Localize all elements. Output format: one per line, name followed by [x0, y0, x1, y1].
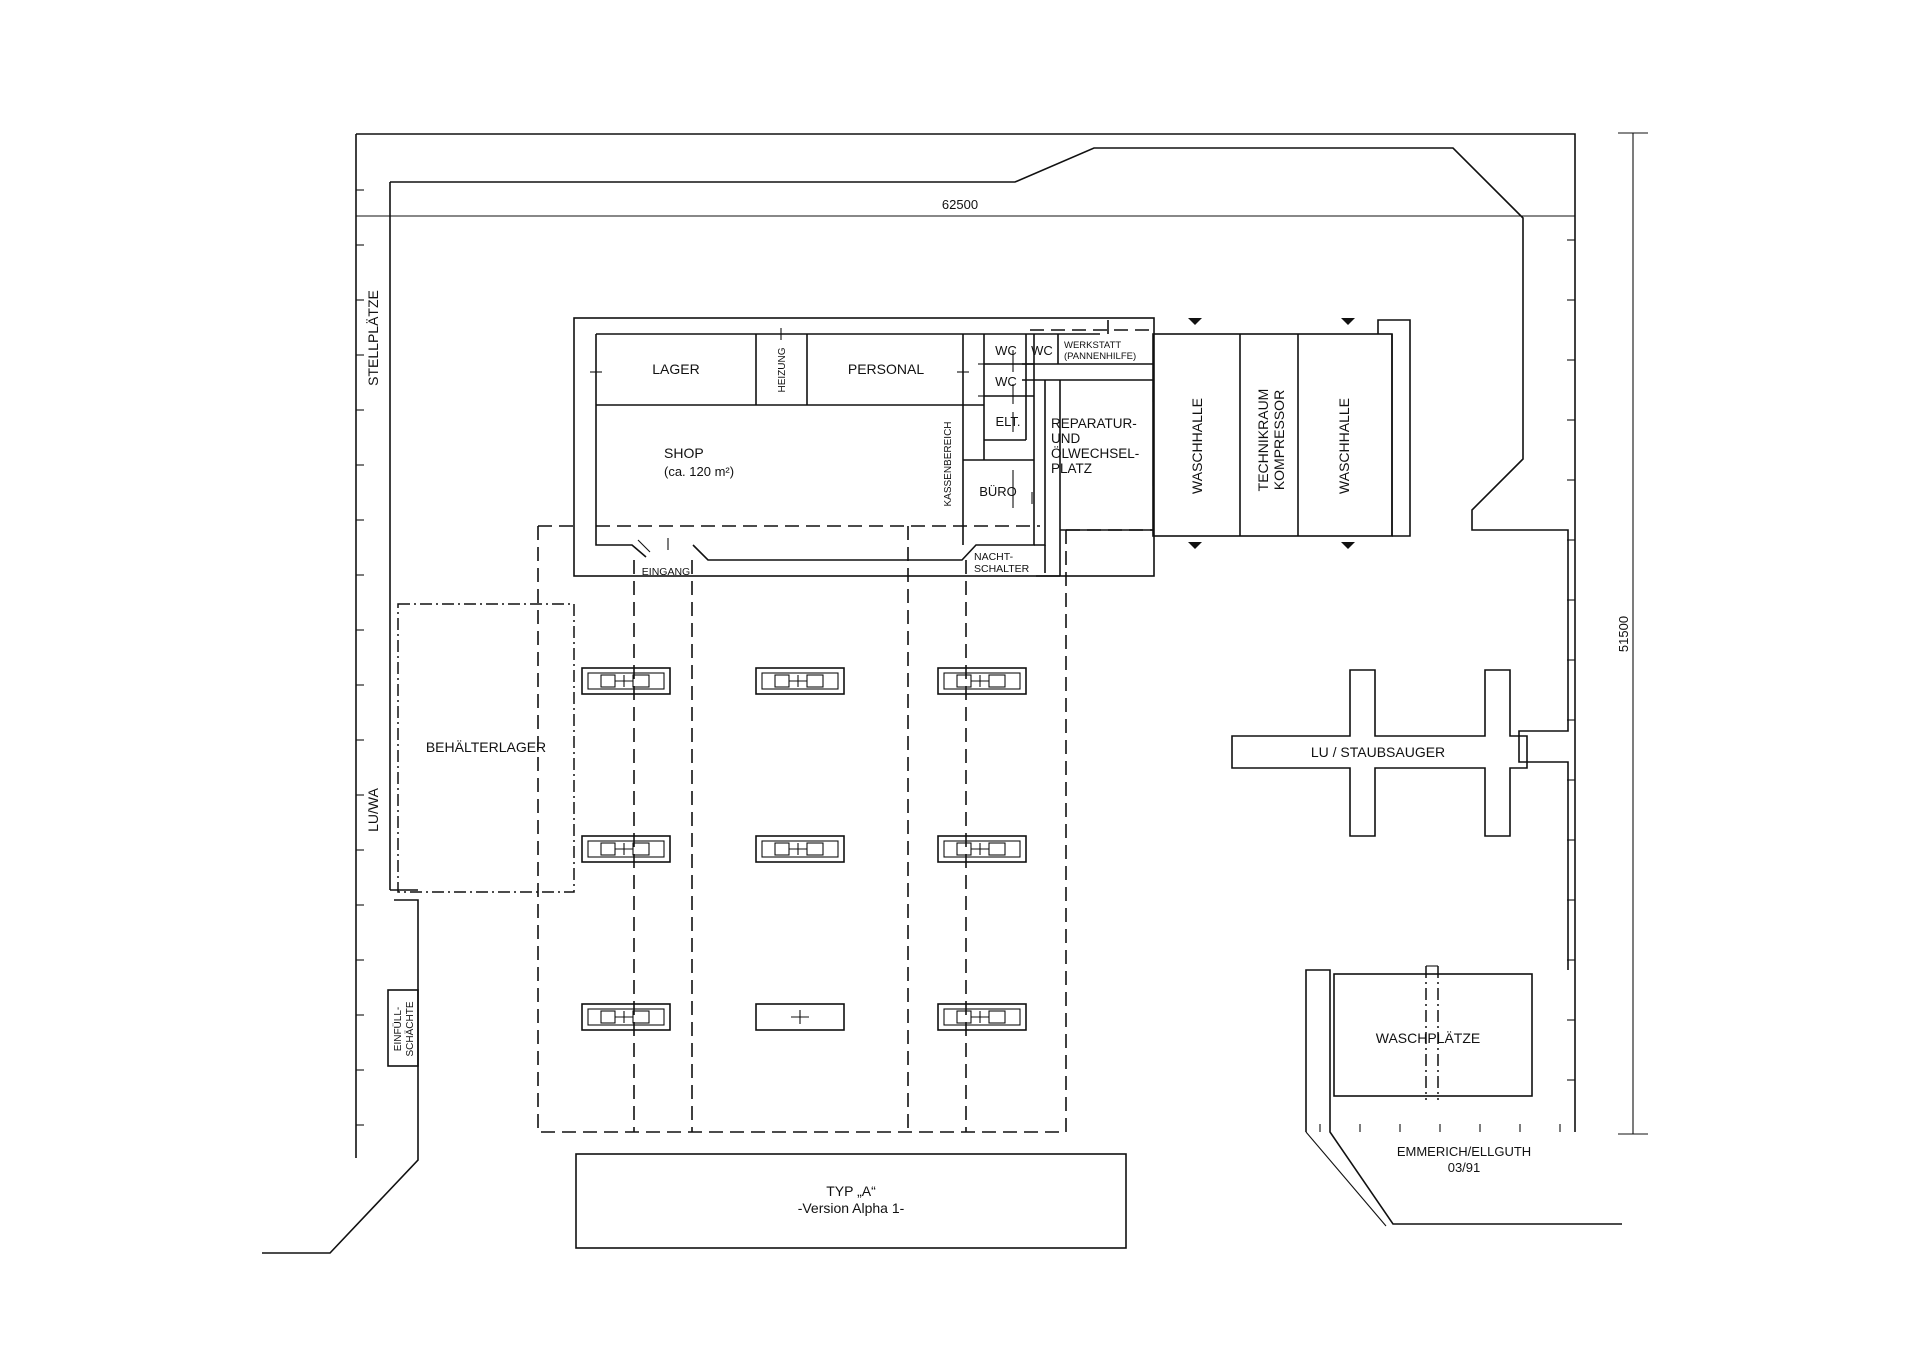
- lager-label: LAGER: [652, 361, 699, 377]
- waschplaetze: WASCHPLÄTZE: [1333, 965, 1533, 1100]
- wc-3-label: WC: [995, 374, 1017, 389]
- technikraum-line1: TECHNIKRAUM: [1255, 389, 1271, 492]
- pump-island-empty: [755, 1003, 845, 1031]
- eingang-label: EINGANG: [642, 566, 690, 578]
- pump-island: [755, 835, 845, 863]
- buero-label: BÜRO: [979, 484, 1017, 499]
- werkstatt-line2: (PANNENHILFE): [1064, 351, 1136, 362]
- kassenbereich-label: KASSENBEREICH: [943, 421, 954, 506]
- waschhalle-2-label: WASCHHALLE: [1336, 398, 1352, 494]
- property-boundary: [262, 133, 1622, 1254]
- canopy-outline: [537, 525, 1153, 1133]
- einfuellschaechte: EINFÜLL- SCHÄCHTE: [387, 989, 419, 1067]
- reparatur-line2: UND: [1051, 431, 1080, 446]
- pump-island: [937, 1003, 1027, 1031]
- staubsauger-area: LU / STAUBSAUGER: [1231, 669, 1528, 837]
- nachtschalter-line1: NACHT-: [974, 551, 1014, 563]
- pump-island: [755, 667, 845, 695]
- reparatur-line3: ÖLWECHSEL-: [1051, 446, 1139, 461]
- nachtschalter-line2: SCHALTER: [974, 563, 1030, 575]
- luwa-label: LU/WA: [365, 787, 381, 831]
- shop-label: SHOP: [664, 445, 704, 461]
- elt-label: ELT.: [995, 414, 1020, 429]
- heizung-label: HEIZUNG: [777, 347, 788, 392]
- pump-island: [581, 835, 671, 863]
- title-block-title: TYP „A“: [826, 1183, 876, 1199]
- staubsauger-label: LU / STAUBSAUGER: [1311, 744, 1445, 760]
- reparatur-line1: REPARATUR-: [1051, 416, 1137, 431]
- stellplaetze-label: STELLPLÄTZE: [365, 290, 381, 386]
- pump-island: [937, 667, 1027, 695]
- waschplaetze-label: WASCHPLÄTZE: [1376, 1030, 1481, 1046]
- behaelterlager-label: BEHÄLTERLAGER: [426, 739, 546, 755]
- einfuell-line2: SCHÄCHTE: [404, 1001, 416, 1056]
- shop-area-label: (ca. 120 m²): [664, 464, 734, 479]
- title-block-subtitle: -Version Alpha 1-: [798, 1200, 905, 1216]
- dimension-depth: 51500: [1616, 132, 1648, 1135]
- dimension-width: 62500: [356, 197, 1575, 217]
- reparatur-line4: PLATZ: [1051, 461, 1092, 476]
- technikraum-line2: KOMPRESSOR: [1271, 390, 1287, 490]
- title-block: TYP „A“ -Version Alpha 1-: [575, 1153, 1127, 1249]
- wash-hall-building: WASCHHALLE TECHNIKRAUM KOMPRESSOR WASCHH…: [1152, 318, 1411, 549]
- waschhalle-1-label: WASCHHALLE: [1189, 398, 1205, 494]
- dimension-width-label: 62500: [942, 197, 978, 212]
- main-building: LAGER HEIZUNG PERSONAL WC WC WC WERKSTAT…: [573, 317, 1155, 578]
- credits-authors: EMMERICH/ELLGUTH: [1397, 1144, 1531, 1159]
- wc-2-label: WC: [1031, 343, 1053, 358]
- wc-1-label: WC: [995, 343, 1017, 358]
- dimension-depth-label: 51500: [1616, 616, 1631, 652]
- pump-island: [937, 835, 1027, 863]
- fuel-islands: [581, 667, 1027, 1031]
- werkstatt-line1: WERKSTATT: [1064, 340, 1121, 351]
- personal-label: PERSONAL: [848, 361, 924, 377]
- pump-island: [581, 667, 671, 695]
- pump-island: [581, 1003, 671, 1031]
- behaelterlager: BEHÄLTERLAGER: [397, 603, 575, 893]
- credits-date: 03/91: [1448, 1160, 1481, 1175]
- einfuell-line1: EINFÜLL-: [392, 1007, 404, 1051]
